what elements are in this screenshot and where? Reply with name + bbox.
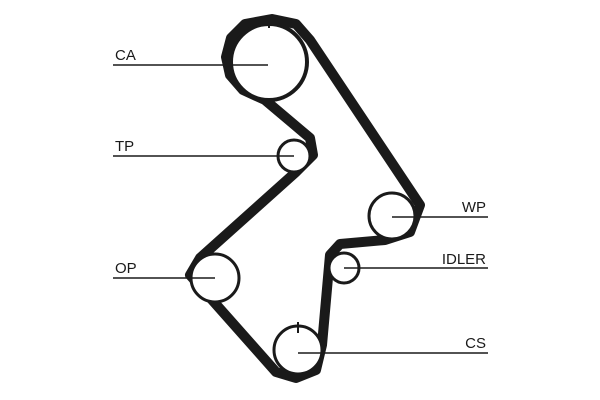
idler-label: IDLER bbox=[442, 251, 486, 268]
op-label: OP bbox=[115, 260, 137, 277]
crankshaft-pulley bbox=[272, 322, 324, 376]
cs-label: CS bbox=[465, 335, 486, 352]
camshaft-pulley bbox=[229, 16, 309, 102]
tp-label: TP bbox=[115, 138, 134, 155]
wp-label: WP bbox=[462, 199, 486, 216]
water-pump-pulley bbox=[367, 191, 417, 241]
ca-label: CA bbox=[115, 47, 136, 64]
